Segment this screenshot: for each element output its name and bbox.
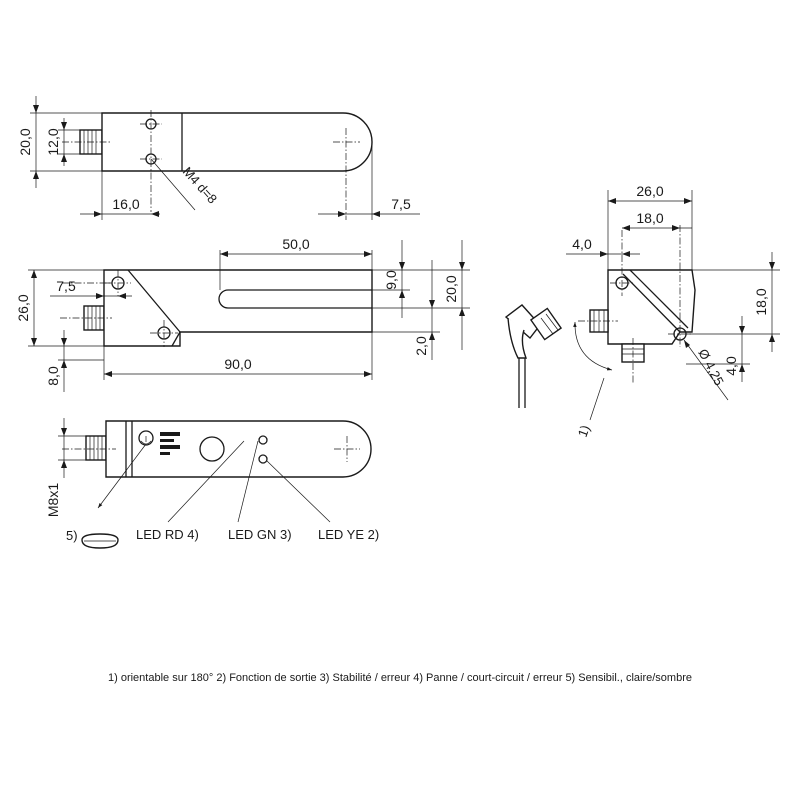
- callout-led-gn: LED GN 3): [228, 527, 292, 542]
- dim-top-tip-offset: 7,5: [391, 196, 411, 212]
- dim-front-inner-width: 18,0: [636, 210, 663, 226]
- callout-led-rd: LED RD 4): [136, 527, 199, 542]
- callout-rotation: 1): [575, 423, 593, 439]
- callout-pot: 5): [66, 528, 78, 543]
- front-view: 1): [504, 183, 780, 439]
- dim-front-width: 26,0: [636, 183, 663, 199]
- top-view: 20,0 12,0 16,0 M4 d=8 7,5: [17, 96, 420, 220]
- dim-side-slot-length: 50,0: [282, 236, 309, 252]
- dim-side-right-height: 20,0: [443, 275, 459, 302]
- dim-front-left-offset: 4,0: [572, 236, 592, 252]
- angled-cable-connector: [504, 304, 563, 408]
- logo-block: [160, 432, 180, 455]
- dim-top-hole-pitch: 16,0: [112, 196, 139, 212]
- dim-side-left-offset: 7,5: [56, 278, 76, 294]
- dim-top-height-total: 20,0: [17, 128, 33, 155]
- footnote: 1) orientable sur 180° 2) Fonction de so…: [108, 672, 692, 684]
- dim-side-length: 90,0: [224, 356, 251, 372]
- dim-top-height-inner: 12,0: [45, 128, 61, 155]
- dim-front-lower: 4,0: [723, 356, 739, 376]
- dim-side-bottom-gap: 2,0: [413, 336, 429, 356]
- dim-side-lower-offset: 8,0: [45, 366, 61, 386]
- side-view: 50,0 7,5 26,0 8,0 9,0 20,0 2,0 90,0: [15, 236, 470, 392]
- dim-side-height-total: 26,0: [15, 294, 31, 321]
- dim-front-height: 18,0: [753, 288, 769, 315]
- bottom-view: M8x1 5) LED RD 4) LED GN 3) LED YE 2): [45, 418, 379, 549]
- dim-side-slot-height: 9,0: [383, 270, 399, 290]
- dim-connector-thread: M8x1: [45, 483, 61, 517]
- callout-led-ye: LED YE 2): [318, 527, 379, 542]
